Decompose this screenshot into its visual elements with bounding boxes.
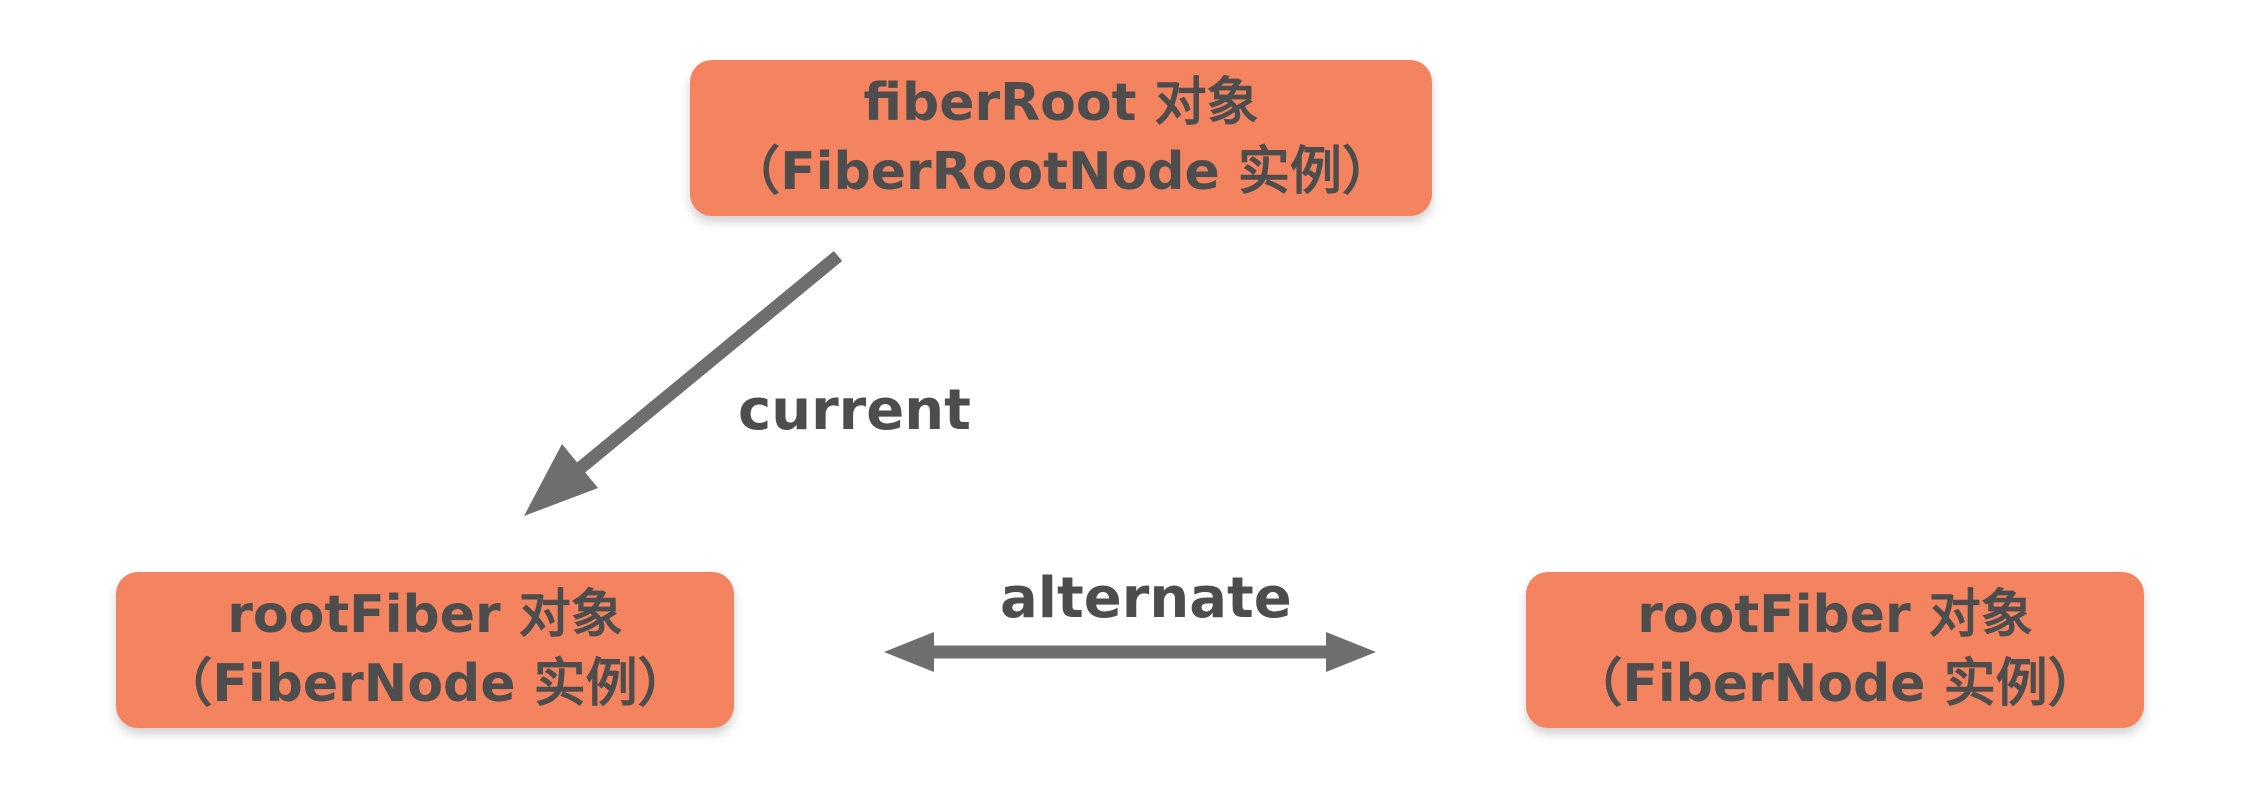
fiberroot-node: fiberRoot 对象 （FiberRootNode 实例） <box>690 60 1432 216</box>
rootfiber-left-node-subtitle: （FiberNode 实例） <box>160 654 690 714</box>
rootfiber-right-node-subtitle: （FiberNode 实例） <box>1570 654 2100 714</box>
fiberroot-node-title: fiberRoot 对象 <box>863 73 1259 134</box>
current-arrow-shaft <box>573 250 843 476</box>
alternate-edge-label: alternate <box>1000 566 1292 631</box>
rootfiber-right-node: rootFiber 对象 （FiberNode 实例） <box>1526 572 2144 728</box>
current-arrow <box>524 250 843 516</box>
rootfiber-right-node-title: rootFiber 对象 <box>1637 585 2033 646</box>
alternate-arrow <box>884 632 1376 672</box>
fiberroot-node-subtitle: （FiberRootNode 实例） <box>728 142 1394 202</box>
current-edge-label: current <box>738 378 971 443</box>
alternate-arrow-head-left <box>884 632 934 672</box>
rootfiber-left-node-title: rootFiber 对象 <box>227 585 623 646</box>
current-arrow-head <box>524 444 598 516</box>
alternate-arrow-head-right <box>1326 632 1376 672</box>
rootfiber-left-node: rootFiber 对象 （FiberNode 实例） <box>116 572 734 728</box>
